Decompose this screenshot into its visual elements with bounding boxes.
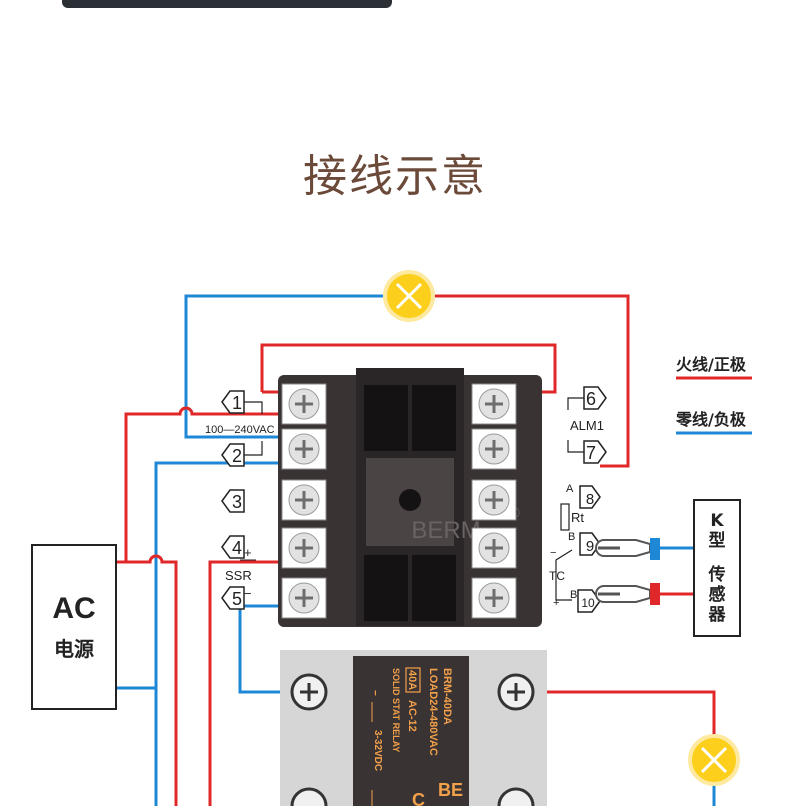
temperature-controller: BERM ®: [278, 368, 542, 627]
right-screw-terminals: [471, 383, 517, 619]
relay-screw-bottom-left: [290, 787, 328, 806]
legend: 火线/正极 零线/负极: [675, 355, 752, 435]
screw-terminal-10: [471, 577, 517, 619]
top-device-strip: [62, 0, 392, 8]
terminal-number-4: 4: [232, 538, 242, 558]
terminal-number-7: 7: [586, 443, 596, 463]
relay-type: SOLID STAT RELAY: [391, 668, 401, 752]
ac-label: AC: [52, 592, 95, 625]
screw-terminal-7: [471, 428, 517, 470]
terminal-tag-5: 5: [221, 586, 245, 610]
solid-state-relay: BRM-40DA LOAD24-480VAC 40A AC-12 SOLID S…: [280, 650, 547, 806]
terminal-tag-7: 7: [583, 440, 607, 464]
terminal-tag-8: 8: [579, 485, 601, 509]
wire-neutral-ac: [116, 461, 280, 690]
sensor-text-1: K: [710, 511, 724, 531]
terminal-tag-4: 4: [221, 535, 245, 559]
wire-live-lamp: [432, 294, 630, 468]
relay-screw-bottom-right: [497, 787, 535, 806]
wire-live-output: [540, 690, 716, 740]
relay-brand-fragment-2: C: [412, 790, 425, 806]
terminal-tag-9: 9: [579, 532, 601, 556]
tc-label: TC: [549, 569, 565, 583]
power-label: 电源: [54, 637, 94, 661]
legend-live-label: 火线/正极: [676, 355, 747, 374]
relay-screw-left: [290, 673, 328, 711]
relay-load: LOAD24-480VAC: [427, 668, 439, 756]
relay-brand-fragment: BE: [438, 780, 463, 800]
right-terminal-labels: 6 ALM1 7 8 A Rt B 9 − TC + B 10: [549, 386, 607, 613]
rtd-b-label: B: [568, 531, 575, 543]
terminal-number-9: 9: [586, 538, 594, 555]
wire-live-ac: [116, 406, 280, 564]
screw-terminal-4: [281, 527, 327, 569]
sensor-text-3: 传: [708, 564, 726, 585]
screw-terminal-9: [471, 527, 517, 569]
k-type-sensor: K 型 传 感 器: [693, 499, 741, 637]
legend-neutral-label: 零线/负极: [675, 410, 747, 429]
terminal-number-2: 2: [232, 446, 242, 466]
terminal-tag-10: 10: [577, 589, 601, 613]
screw-terminal-1: [281, 383, 327, 425]
terminal-number-1: 1: [232, 393, 242, 413]
ssr-label: SSR: [225, 568, 252, 583]
sensor-fork-lug-top: [595, 538, 660, 560]
terminal-number-5: 5: [232, 589, 242, 609]
rtd-label: Rt: [571, 510, 584, 525]
sensor-text-5: 器: [708, 605, 727, 625]
supply-voltage-label: 100—240VAC: [205, 424, 275, 436]
left-terminal-labels: 1 100—240VAC 2 3 4 + SSR 5 −: [205, 390, 275, 610]
rtd-a-label: A: [566, 483, 574, 495]
alarm-label: ALM1: [570, 418, 604, 433]
wire-ssr-plus: [208, 560, 280, 806]
terminal-number-8: 8: [586, 491, 594, 508]
relay-screw-right: [497, 673, 535, 711]
ssr-minus-sign: −: [244, 586, 252, 601]
screw-terminal-5: [281, 577, 327, 619]
wire-live-bridge: [260, 343, 557, 394]
relay-current: 40A: [406, 670, 418, 690]
left-screw-terminals: [281, 383, 327, 619]
terminal-number-3: 3: [232, 492, 242, 512]
ssr-plus-sign: +: [244, 545, 252, 560]
sensor-fork-lug-bottom: [595, 583, 660, 605]
tc-b-label: B: [570, 589, 577, 601]
wire-live-load: [126, 554, 178, 806]
relay-input-sign: −: [369, 690, 380, 696]
lamp-bottom: [688, 734, 740, 786]
page-title: 接线示意: [303, 151, 487, 202]
tc-plus-sign: +: [553, 597, 559, 609]
wire-neutral-lamp: [184, 294, 386, 439]
sensor-text-4: 感: [709, 584, 726, 605]
relay-model: BRM-40DA: [441, 668, 453, 725]
rtd-resistor-icon: [560, 503, 570, 531]
sensor-text-2: 型: [709, 530, 726, 551]
ac-power-source: AC 电源: [31, 544, 117, 710]
lamp-top: [383, 270, 435, 322]
relay-input: 3-32VDC: [372, 730, 383, 771]
terminal-tag-6: 6: [583, 386, 607, 410]
brand-label: BERM: [411, 517, 480, 544]
screw-terminal-2: [281, 428, 327, 470]
relay-ac-rating: AC-12: [406, 700, 418, 732]
terminal-tag-3: 3: [221, 489, 245, 513]
wire-ssr-minus: [238, 604, 290, 694]
screw-terminal-6: [471, 383, 517, 425]
terminal-number-6: 6: [586, 389, 596, 409]
screw-terminal-8: [471, 479, 517, 521]
terminal-tag-1: 1: [221, 390, 245, 414]
screw-terminal-3: [281, 479, 327, 521]
tc-minus-sign: −: [550, 547, 556, 559]
terminal-number-10: 10: [581, 596, 595, 610]
